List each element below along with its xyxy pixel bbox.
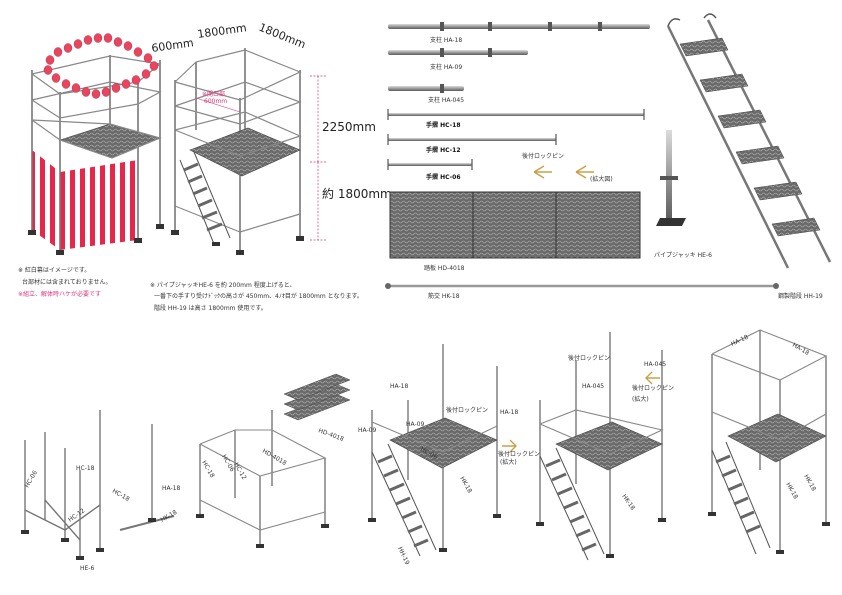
lantern-ring xyxy=(43,33,159,99)
s3-hk18: HK-18 xyxy=(458,476,473,495)
note-center-2: 一番下の手すり受けﾄﾞｯｸの高さが 450mm、4ﾉｵ目が 1800mm となり… xyxy=(154,292,363,300)
s4-ha045b: HA-045 xyxy=(582,383,604,390)
label-hk18: 筋交 HK-18 xyxy=(428,292,460,300)
s1-hk18: HK-18 xyxy=(160,509,179,524)
label-ha045: 支柱 HA-045 xyxy=(428,96,464,104)
label-hc06: 手摺 HC-06 xyxy=(426,173,461,181)
s2-hc18: HC-18 xyxy=(200,460,215,480)
s1-ha18: HA-18 xyxy=(162,485,180,492)
label-zoom: (拡大図) xyxy=(590,175,613,183)
s3-ha09b: HA-09 xyxy=(406,421,424,428)
note-center-3: 階段 HH-19 は高さ 1800mm 使用です。 xyxy=(154,304,267,312)
assembly-step-2 xyxy=(196,373,351,548)
s3-ha09a: HA-09 xyxy=(358,427,376,434)
s3-ha18a: HA-18 xyxy=(390,383,408,390)
dim-1800-a: 1800mm xyxy=(197,21,248,41)
dim-1800-h: 約 1800mm xyxy=(322,186,392,201)
s2-hd4018a: HD-4018 xyxy=(317,427,345,443)
s2-hd4018b: HD-4018 xyxy=(261,448,288,467)
opening-mm: 600mm xyxy=(204,98,227,105)
s3-pin: 後付ロックピン xyxy=(446,406,488,414)
curtain-front xyxy=(60,160,138,250)
s1-hc06: HC-06 xyxy=(24,469,39,489)
curtain-left xyxy=(32,150,60,250)
dim-1800-b: 1800mm xyxy=(257,21,308,52)
assembly-step-1 xyxy=(21,410,175,560)
s3-ha18b: HA-18 xyxy=(500,409,518,416)
s3-zoom: (拡大) xyxy=(500,458,517,466)
s3-hh19: HH-19 xyxy=(396,546,410,566)
s1-he6: HE-6 xyxy=(80,565,94,572)
assembly-step-4 xyxy=(536,332,666,561)
s4-hk18: HK-18 xyxy=(620,493,636,512)
parts-catalog xyxy=(385,13,832,289)
stair-hh19 xyxy=(666,13,832,269)
dim-600: 600mm xyxy=(151,36,195,55)
dim-2250: 2250mm xyxy=(322,120,376,134)
assembly-step-3 xyxy=(368,344,517,557)
label-ha18: 支柱 HA-18 xyxy=(430,36,462,44)
s1-hc18b: HC-18 xyxy=(111,488,131,503)
note-left-3: ※組立、解体時ハケが必要です xyxy=(18,290,101,298)
s5-ha18b: HA-18 xyxy=(791,342,810,357)
label-he6: パイプジャッキ HE-6 xyxy=(654,252,712,259)
assembly-step-5 xyxy=(708,329,830,555)
s5-hk18b: HK-18 xyxy=(784,482,799,501)
label-hc18: 手摺 HC-18 xyxy=(426,121,461,129)
note-left-2: 台部材には含まれておりません。 xyxy=(22,278,111,286)
s5-hk18a: HK-18 xyxy=(802,474,817,493)
label-hc12: 手摺 HC-12 xyxy=(426,146,461,154)
s4-ha045a: HA-045 xyxy=(644,361,666,368)
label-hh19: 鋼製階段 HH-19 xyxy=(778,292,823,300)
label-hd4018: 踏板 HD-4018 xyxy=(424,264,465,272)
note-center-1: ※ パイプジャッキHE-6 を約 200mm 程度上げると、 xyxy=(150,281,296,289)
stairs xyxy=(179,151,231,245)
s4-zoom: (拡大) xyxy=(632,395,649,403)
s4-pin2: 後付ロックピン xyxy=(632,384,674,392)
s4-pin: 後付ロックピン xyxy=(568,354,610,362)
s1-hc18a: HC-18 xyxy=(76,465,95,472)
tower-decorated xyxy=(28,33,164,255)
s5-ha18a: HA-18 xyxy=(730,334,750,348)
note-left-1: ※ 紅白幕はイメージです。 xyxy=(18,266,90,274)
opening-label: ※開口部 xyxy=(202,90,225,98)
label-ha09: 支柱 HA-09 xyxy=(430,63,462,71)
label-pin: 後付ロックピン xyxy=(522,152,564,160)
s3-pin2: 後付ロックピン xyxy=(498,450,540,458)
tower-dimensioned xyxy=(171,48,326,255)
